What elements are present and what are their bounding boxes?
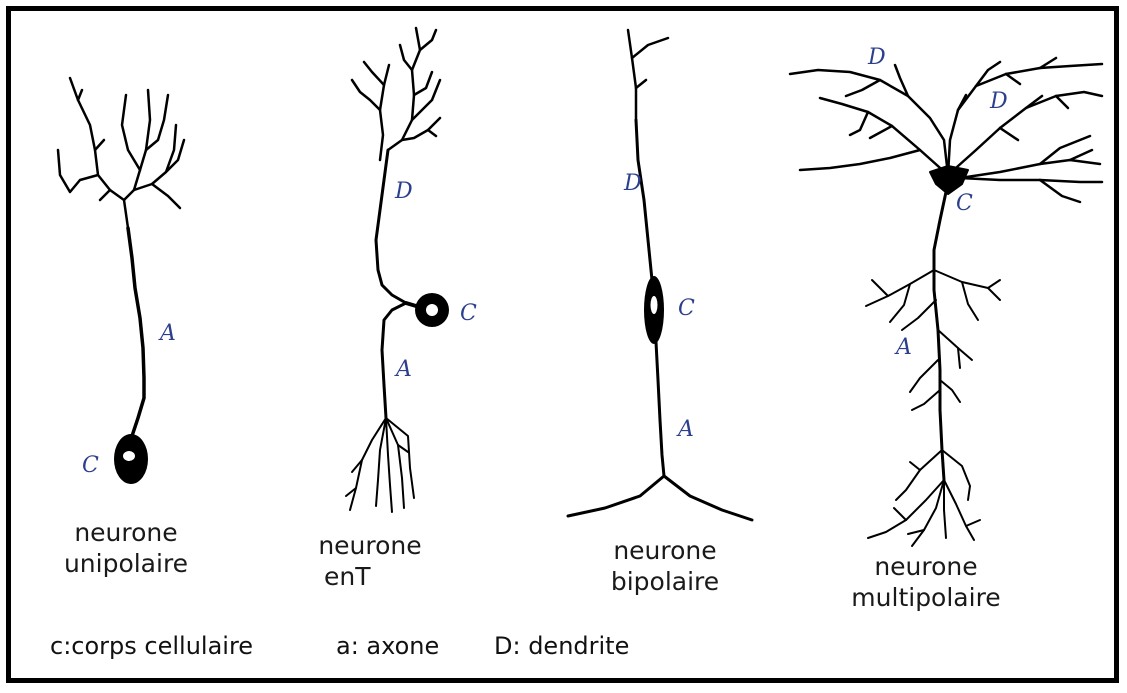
t-neuron-marker-cell-body: C	[460, 301, 477, 326]
bipolar-terminals	[568, 476, 752, 520]
t-neuron-drawing	[346, 28, 449, 512]
bipolar-marker-dendrite: D	[623, 171, 642, 196]
neuron-label-unipolar: neurone unipolaire	[48, 517, 204, 579]
unipolar-axon	[128, 228, 144, 436]
t-neuron-cell-body	[406, 293, 449, 327]
neuron-label-line: bipolaire	[592, 566, 738, 597]
bipolar-cell-body	[644, 276, 664, 344]
unipolar-dendrites	[58, 78, 184, 228]
neuron-label-bipolar: neurone bipolaire	[592, 535, 738, 597]
legend-dendrite: D: dendrite	[494, 632, 629, 660]
neuron-label-t: neurone enT	[300, 530, 440, 592]
multipolar-marker-cell-body: C	[956, 191, 973, 216]
neuron-label-line: multipolaire	[836, 582, 1016, 613]
multipolar-marker-dendrite-left: D	[867, 45, 886, 70]
neuron-label-line: unipolaire	[48, 548, 204, 579]
legend-cell-body: c:corps cellulaire	[50, 632, 253, 660]
multipolar-collaterals	[866, 270, 1000, 546]
t-neuron-marker-axon: A	[394, 357, 412, 382]
multipolar-marker-axon: A	[894, 335, 912, 360]
t-neuron-dendrites	[352, 28, 440, 160]
bipolar-marker-cell-body: C	[678, 296, 695, 321]
neuron-label-line: neurone	[48, 517, 204, 548]
legend-axon: a: axone	[336, 632, 439, 660]
t-neuron-marker-dendrite: D	[394, 179, 413, 204]
neuron-label-multipolar: neurone multipolaire	[836, 551, 1016, 613]
unipolar-neuron-drawing	[58, 78, 184, 484]
unipolar-marker-cell-body: C	[82, 453, 99, 478]
unipolar-marker-axon: A	[158, 321, 176, 346]
unipolar-cell-body	[114, 434, 148, 484]
bipolar-dendrites	[628, 30, 668, 120]
neuron-label-line: neurone	[836, 551, 1016, 582]
bipolar-axon	[656, 342, 664, 476]
neuron-label-line: neurone	[592, 535, 738, 566]
neuron-label-line: enT	[300, 561, 440, 592]
neuron-label-line: neurone	[300, 530, 440, 561]
bipolar-neuron-drawing	[568, 30, 752, 520]
bipolar-marker-axon: A	[676, 417, 694, 442]
multipolar-cell-body	[930, 166, 968, 194]
multipolar-marker-dendrite-right: D	[989, 89, 1008, 114]
bipolar-upper-process	[636, 120, 652, 280]
t-neuron-terminals	[346, 418, 414, 512]
multipolar-neuron-drawing	[790, 58, 1102, 546]
